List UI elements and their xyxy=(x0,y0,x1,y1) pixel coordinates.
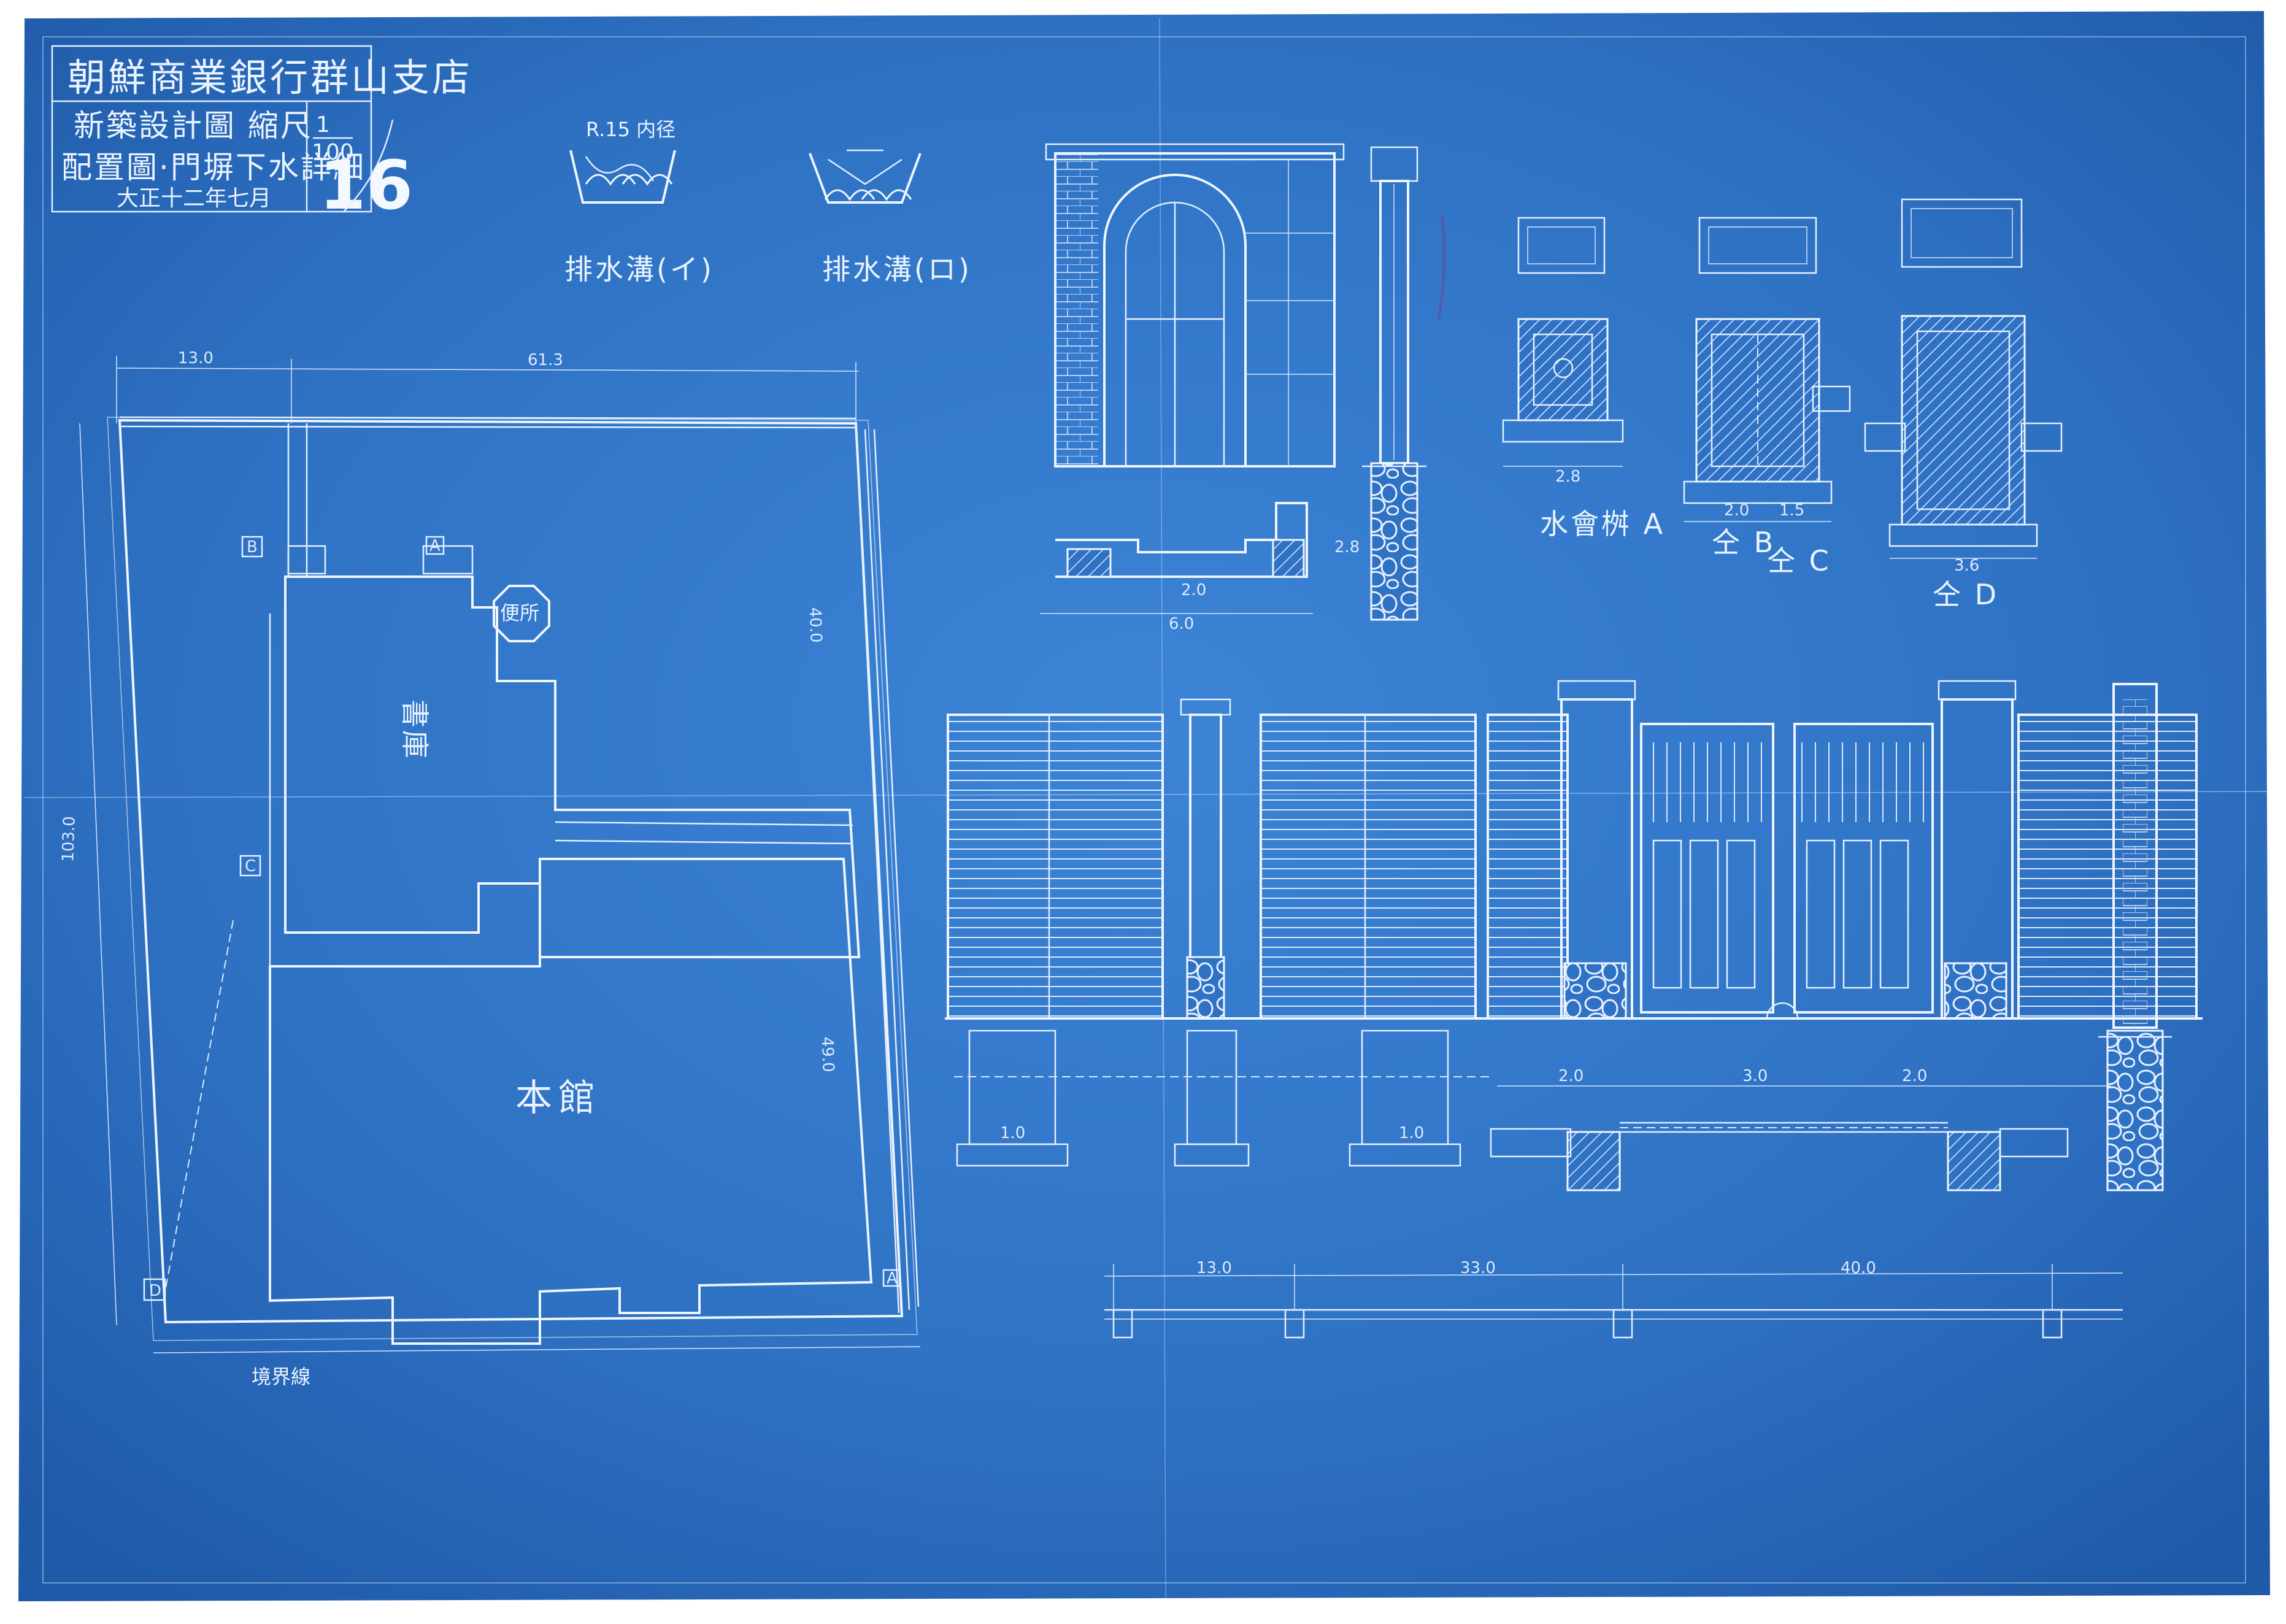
marker-A: A xyxy=(425,536,445,555)
marker-C: C xyxy=(239,855,261,877)
dim-lower-right: 49.0 xyxy=(818,1036,837,1072)
gate-dim-depth: 2.8 xyxy=(1334,538,1360,556)
fence-foundations: 1.0 1.0 xyxy=(954,1029,1491,1167)
marker-A-right: A xyxy=(882,1269,901,1288)
svg-text:2.0: 2.0 xyxy=(1902,1067,1927,1085)
title-block: 朝鮮商業銀行群山支店 新築設計圖 縮尺 1 100 配置圖·門塀下水詳細 大正十… xyxy=(51,45,472,225)
label-storage: 書庫 xyxy=(398,699,431,761)
manhole-label-b: 仝 B xyxy=(1712,526,1776,559)
dim-left-side: 103.0 xyxy=(59,816,79,862)
marker-B: B xyxy=(241,536,263,558)
svg-text:A: A xyxy=(887,1269,898,1288)
drain-label-ro: 排水溝(ロ) xyxy=(822,253,972,286)
dim-top-left: 13.0 xyxy=(178,349,214,368)
drain-detail-ro: 排水溝(ロ) xyxy=(809,149,972,286)
gate-plan: 6.0 2.0 2.8 xyxy=(1040,502,1360,633)
manhole-label-c: 仝 C xyxy=(1767,544,1831,577)
long-site-elevation: 13.0 33.0 40.0 xyxy=(1104,1259,2123,1339)
drain-label-i: 排水溝(イ) xyxy=(564,253,714,286)
gate-dim-width: 6.0 xyxy=(1169,615,1194,633)
gate-elevation xyxy=(1045,143,1345,468)
dim-top-right: 61.3 xyxy=(528,351,563,369)
svg-text:3.0: 3.0 xyxy=(1742,1067,1768,1085)
manhole-A: 2.8 水會桝 A xyxy=(1502,217,1665,541)
label-main-building: 本館 xyxy=(515,1077,601,1120)
scale-numerator: 1 xyxy=(316,112,330,137)
title-date: 大正十二年七月 xyxy=(117,186,271,211)
svg-text:1.5: 1.5 xyxy=(1779,501,1804,520)
svg-text:B: B xyxy=(247,538,258,556)
sheet-border xyxy=(42,36,2246,1584)
title-line2: 新築設計圖 縮尺 xyxy=(74,108,313,144)
svg-text:13.0: 13.0 xyxy=(1196,1259,1232,1277)
label-octagon: 便所 xyxy=(500,601,539,625)
svg-text:2.0: 2.0 xyxy=(1724,501,1749,520)
manhole-label-d: 仝 D xyxy=(1933,578,1999,611)
dim-mid-right: 40.0 xyxy=(806,607,825,643)
svg-text:2.8: 2.8 xyxy=(1555,468,1580,486)
gate-plan-lower: 2.0 3.0 2.0 xyxy=(1490,1067,2111,1191)
svg-text:1.0: 1.0 xyxy=(1000,1124,1025,1142)
svg-text:1.0: 1.0 xyxy=(1399,1124,1424,1142)
manhole-label-a: 水會桝 A xyxy=(1540,507,1665,541)
svg-text:3.6: 3.6 xyxy=(1954,556,1979,575)
pencil-annotation xyxy=(1437,214,1445,320)
fence-elevation xyxy=(945,680,2203,1191)
svg-text:33.0: 33.0 xyxy=(1460,1259,1496,1277)
manhole-B-C: 2.0 1.5 仝 B 仝 C xyxy=(1683,217,1851,577)
svg-text:2.0: 2.0 xyxy=(1558,1067,1584,1085)
svg-text:C: C xyxy=(245,857,256,875)
title-line1: 朝鮮商業銀行群山支店 xyxy=(67,55,472,100)
scale-denominator: 100 xyxy=(312,140,354,165)
gate-dim-opening: 2.0 xyxy=(1181,581,1206,599)
drain-detail-i: R.15 内径 排水溝(イ) xyxy=(564,118,714,286)
title-line3: 配置圖·門塀下水詳細 xyxy=(61,150,366,185)
svg-text:A: A xyxy=(429,537,441,555)
label-boundary: 境界線 xyxy=(252,1365,310,1388)
site-plan: 13.0 61.3 103.0 本館 書庫 便所 A xyxy=(59,349,921,1388)
svg-text:D: D xyxy=(149,1282,161,1300)
svg-text:40.0: 40.0 xyxy=(1841,1259,1876,1277)
manhole-D: 3.6 仝 D xyxy=(1864,198,2063,611)
drain-note: R.15 内径 xyxy=(586,118,675,141)
gate-pier-section xyxy=(1362,146,1426,621)
marker-D: D xyxy=(143,1278,166,1301)
